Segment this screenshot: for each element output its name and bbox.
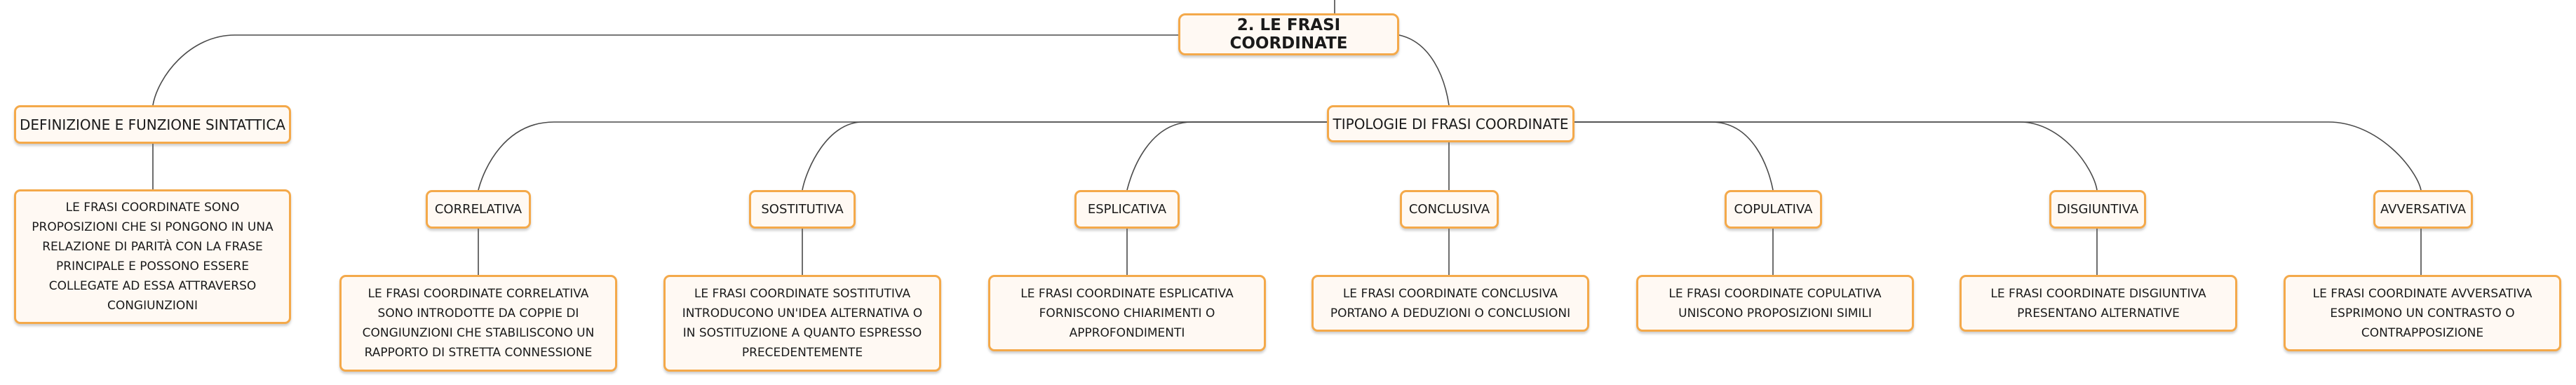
leaf-correlativa[interactable]: LE FRASI COORDINATE CORRELATIVA SONO INT… xyxy=(339,275,617,372)
connector-line xyxy=(152,34,1178,106)
connector-line xyxy=(802,121,1329,191)
category-label: CONCLUSIVA xyxy=(1408,202,1490,217)
category-disgiuntiva[interactable]: DISGIUNTIVA xyxy=(2049,190,2146,229)
connector-line xyxy=(1574,121,2098,191)
root-node[interactable]: 2. LE FRASI COORDINATE xyxy=(1178,13,1399,55)
leaf-copulativa[interactable]: LE FRASI COORDINATE COPULATIVA UNISCONO … xyxy=(1636,275,1914,332)
leaf-avversativa[interactable]: LE FRASI COORDINATE AVVERSATIVA ESPRIMON… xyxy=(2284,275,2561,351)
category-avversativa[interactable]: AVVERSATIVA xyxy=(2373,190,2473,229)
leaf-text: LE FRASI COORDINATE DISGIUNTIVA PRESENTA… xyxy=(1990,286,2206,320)
definizione-text: LE FRASI COORDINATE SONO PROPOSIZIONI CH… xyxy=(32,201,274,313)
connector-line xyxy=(1126,121,1329,191)
leaf-text: LE FRASI COORDINATE CONCLUSIVA PORTANO A… xyxy=(1330,286,1571,320)
category-label: AVVERSATIVA xyxy=(2380,202,2467,217)
category-label: COPULATIVA xyxy=(1734,202,1813,217)
definizione-text-node[interactable]: LE FRASI COORDINATE SONO PROPOSIZIONI CH… xyxy=(14,189,291,324)
leaf-conclusiva[interactable]: LE FRASI COORDINATE CONCLUSIVA PORTANO A… xyxy=(1311,275,1589,332)
category-label: DISGIUNTIVA xyxy=(2056,202,2139,217)
leaf-text: LE FRASI COORDINATE CORRELATIVA SONO INT… xyxy=(362,287,595,360)
connector-line xyxy=(478,121,1329,191)
root-label: 2. LE FRASI COORDINATE xyxy=(1229,16,1348,53)
connector-line xyxy=(1574,121,1774,191)
leaf-text: LE FRASI COORDINATE ESPLICATIVA FORNISCO… xyxy=(1020,286,1234,340)
category-label: CORRELATIVA xyxy=(434,202,522,217)
tipologie-node[interactable]: TIPOLOGIE DI FRASI COORDINATE xyxy=(1327,105,1574,142)
connector-line xyxy=(1574,121,2422,191)
category-sostitutiva[interactable]: SOSTITUTIVA xyxy=(749,190,856,229)
leaf-text: LE FRASI COORDINATE AVVERSATIVA ESPRIMON… xyxy=(2312,286,2533,340)
leaf-esplicativa[interactable]: LE FRASI COORDINATE ESPLICATIVA FORNISCO… xyxy=(988,275,1266,351)
leaf-disgiuntiva[interactable]: LE FRASI COORDINATE DISGIUNTIVA PRESENTA… xyxy=(1960,275,2237,332)
category-conclusiva[interactable]: CONCLUSIVA xyxy=(1400,190,1499,229)
tipologie-label: TIPOLOGIE DI FRASI COORDINATE xyxy=(1333,115,1569,133)
category-correlativa[interactable]: CORRELATIVA xyxy=(426,190,531,229)
category-copulativa[interactable]: COPULATIVA xyxy=(1725,190,1822,229)
leaf-text: LE FRASI COORDINATE COPULATIVA UNISCONO … xyxy=(1668,286,1882,320)
category-esplicativa[interactable]: ESPLICATIVA xyxy=(1074,190,1180,229)
definizione-label: DEFINIZIONE E FUNZIONE SINTATTICA xyxy=(20,116,285,133)
leaf-text: LE FRASI COORDINATE SOSTITUTIVA INTRODUC… xyxy=(682,287,923,360)
category-label: SOSTITUTIVA xyxy=(761,202,844,217)
leaf-sostitutiva[interactable]: LE FRASI COORDINATE SOSTITUTIVA INTRODUC… xyxy=(663,275,941,372)
category-label: ESPLICATIVA xyxy=(1087,202,1167,217)
definizione-node[interactable]: DEFINIZIONE E FUNZIONE SINTATTICA xyxy=(14,105,291,144)
connector-line xyxy=(1398,34,1450,106)
